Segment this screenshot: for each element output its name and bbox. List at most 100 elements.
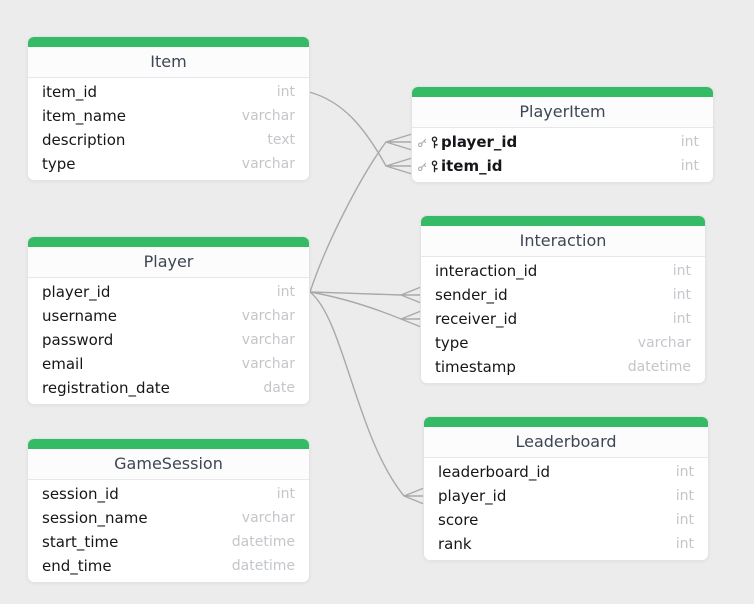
- relationship-line[interactable]: [309, 291, 425, 505]
- column-name: password: [42, 331, 114, 349]
- table-header-bar: [421, 216, 705, 226]
- column-type: int: [675, 464, 694, 480]
- table-row: item_id int: [28, 80, 309, 104]
- table-row: rank int: [424, 532, 708, 556]
- table-row: item_id int: [412, 154, 713, 178]
- column-name: item_id: [441, 157, 503, 175]
- column-type: varchar: [241, 156, 295, 172]
- column-type: int: [672, 263, 691, 279]
- column-name: type: [42, 155, 76, 173]
- table-header-bar: [28, 37, 309, 47]
- column-type: datetime: [627, 359, 691, 375]
- column-name: player_id: [42, 283, 111, 301]
- column-name: session_name: [42, 509, 148, 527]
- column-type: varchar: [241, 308, 295, 324]
- table-title: Leaderboard: [424, 427, 708, 458]
- table-row: session_name varchar: [28, 506, 309, 530]
- relationship-line[interactable]: [309, 291, 422, 328]
- column-name: interaction_id: [435, 262, 538, 280]
- primary-key-icon: [430, 135, 439, 149]
- column-type: varchar: [241, 356, 295, 372]
- column-name: item_name: [42, 107, 126, 125]
- column-name: sender_id: [435, 286, 508, 304]
- column-name: item_id: [42, 83, 98, 101]
- column-name: score: [438, 511, 479, 529]
- column-name: player_id: [438, 487, 507, 505]
- column-name: rank: [438, 535, 472, 553]
- table-row: score int: [424, 508, 708, 532]
- column-name: leaderboard_id: [438, 463, 551, 481]
- table-row: player_id int: [28, 280, 309, 304]
- column-type: datetime: [231, 558, 295, 574]
- table-title: Interaction: [421, 226, 705, 257]
- table-row: leaderboard_id int: [424, 460, 708, 484]
- table-row: password varchar: [28, 328, 309, 352]
- column-type: int: [672, 311, 691, 327]
- table-row: type varchar: [28, 152, 309, 176]
- column-name: end_time: [42, 557, 112, 575]
- column-type: varchar: [241, 510, 295, 526]
- foreign-key-icon: [417, 161, 428, 172]
- column-type: int: [276, 486, 295, 502]
- column-type: int: [672, 287, 691, 303]
- primary-key-icon: [430, 159, 439, 173]
- relationship-line[interactable]: [309, 133, 413, 293]
- column-name: description: [42, 131, 126, 149]
- table-header-bar: [424, 417, 708, 427]
- table-title: GameSession: [28, 449, 309, 480]
- table-row: receiver_id int: [421, 307, 705, 331]
- column-type: int: [276, 84, 295, 100]
- table-row: session_id int: [28, 482, 309, 506]
- column-name: session_id: [42, 485, 119, 503]
- table-title: PlayerItem: [412, 97, 713, 128]
- column-name: timestamp: [435, 358, 516, 376]
- column-type: int: [680, 158, 699, 174]
- foreign-key-icon: [417, 137, 428, 148]
- table-header-bar: [28, 439, 309, 449]
- column-type: int: [276, 284, 295, 300]
- table-row: start_time datetime: [28, 530, 309, 554]
- table-title: Player: [28, 247, 309, 278]
- table-row: end_time datetime: [28, 554, 309, 578]
- table-row: type varchar: [421, 331, 705, 355]
- column-type: int: [675, 488, 694, 504]
- column-type: int: [675, 536, 694, 552]
- column-name: start_time: [42, 533, 119, 551]
- relationship-line[interactable]: [309, 286, 422, 304]
- table-header-bar: [28, 237, 309, 247]
- table-row: player_id int: [424, 484, 708, 508]
- column-type: datetime: [231, 534, 295, 550]
- column-type: text: [267, 132, 295, 148]
- relationship-line[interactable]: [308, 91, 413, 175]
- table-row: email varchar: [28, 352, 309, 376]
- column-type: varchar: [241, 108, 295, 124]
- column-type: varchar: [241, 332, 295, 348]
- column-type: varchar: [637, 335, 691, 351]
- table-title: Item: [28, 47, 309, 78]
- column-name: receiver_id: [435, 310, 518, 328]
- table-row: item_name varchar: [28, 104, 309, 128]
- column-type: date: [263, 380, 295, 396]
- table-row: description text: [28, 128, 309, 152]
- column-name: email: [42, 355, 84, 373]
- column-type: int: [675, 512, 694, 528]
- table-rows: session_id int session_name varchar start_ti…: [28, 480, 309, 582]
- column-name: type: [435, 334, 469, 352]
- column-name: player_id: [441, 133, 518, 151]
- table-gamesession[interactable]: GameSession session_id int session_name var…: [28, 439, 309, 582]
- table-row: interaction_id int: [421, 259, 705, 283]
